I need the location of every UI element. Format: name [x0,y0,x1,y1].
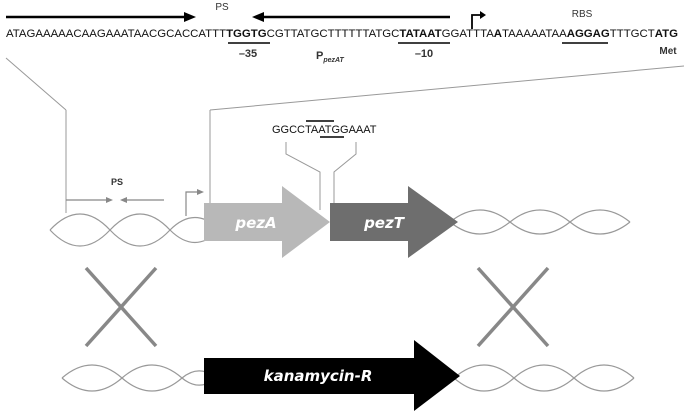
mid-tss-arrow-icon [185,191,198,216]
crossover-right-b [476,266,550,348]
pezA-gene-arrow [204,186,330,258]
promoter-label: PpezAT [316,50,345,64]
pezA-gene-label: pezA [234,214,276,232]
ps-mid-reverse-arrowhead [120,197,127,203]
kanamycin-resistance-label: kanamycin-R [264,367,373,385]
ps-mid-label: PS [111,177,123,187]
dna-helix-right [449,209,631,235]
junction-sequence: GGCCTAATGGAAAT [272,124,377,136]
ps-mid-forward-arrowhead [106,197,113,203]
dna-helix-left [49,213,207,247]
pezT-gene-label: pezT [363,214,406,232]
met-label: Met [659,46,677,57]
dna-bottom-right-2 [453,364,635,392]
zoom-line-right [209,65,684,111]
rbs-label: RBS [572,9,593,20]
pezT-gene-arrow [330,186,458,258]
minus35-label: –35 [239,48,257,60]
dna-helix-left-2 [49,213,207,247]
tss-arrowhead [480,11,486,19]
kanamycin-resistance-arrow [204,340,460,411]
ps-reverse-arrowhead [252,12,264,22]
zoom-line-left [5,57,67,111]
dna-helix-right-2 [449,209,631,235]
mid-tss-arrowhead [197,189,204,195]
junction-bracket [285,142,357,210]
dna-bottom-right [453,364,635,392]
ps-forward-arrowhead [184,12,196,22]
tss-arrow-icon [471,14,482,29]
dna-bottom-left [61,364,207,392]
ps-top-label: PS [215,2,229,13]
minus10-label: –10 [415,48,433,60]
dna-bottom-left-2 [61,364,207,392]
crossover-left-b [84,266,158,348]
